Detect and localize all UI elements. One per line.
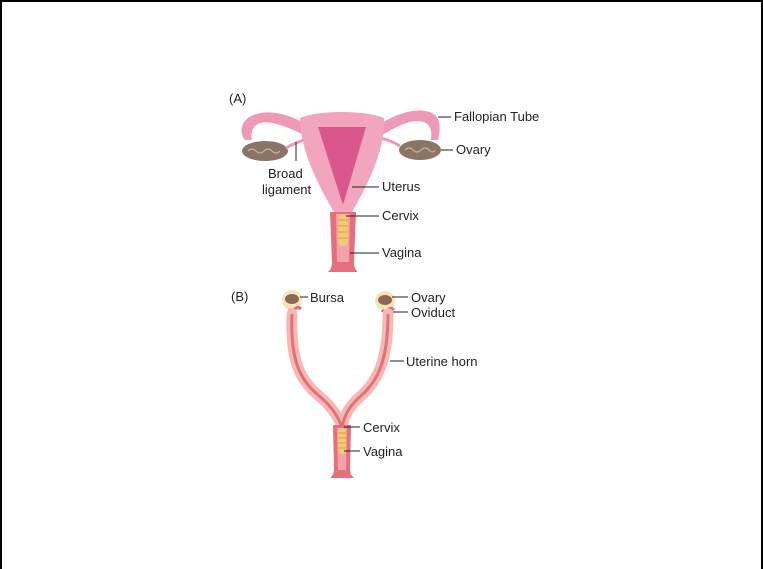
label-ovary-b: Ovary bbox=[411, 290, 446, 305]
label-vagina-a: Vagina bbox=[382, 245, 422, 260]
label-cervix-b: Cervix bbox=[363, 420, 400, 435]
label-ovary-a: Ovary bbox=[456, 142, 491, 157]
cervix-b bbox=[338, 428, 346, 454]
label-fallopian-tube: Fallopian Tube bbox=[454, 109, 539, 124]
panel-a: (A) Fallopian Tub bbox=[229, 91, 539, 272]
label-bursa: Bursa bbox=[310, 290, 345, 305]
panel-b: (B) Bursa Ovary Oviduct Ut bbox=[231, 289, 478, 478]
left-fallopian-tube bbox=[242, 112, 306, 140]
label-broad-ligament-1: Broad bbox=[268, 166, 303, 181]
panel-a-label: (A) bbox=[229, 91, 246, 106]
label-uterus: Uterus bbox=[382, 179, 421, 194]
label-cervix-a: Cervix bbox=[382, 208, 419, 223]
label-broad-ligament-2: ligament bbox=[262, 182, 312, 197]
panel-b-label: (B) bbox=[231, 289, 248, 304]
label-oviduct: Oviduct bbox=[411, 305, 455, 320]
label-vagina-b: Vagina bbox=[363, 444, 403, 459]
left-ovary bbox=[242, 141, 288, 161]
right-fallopian-tube bbox=[380, 110, 440, 140]
label-uterine-horn: Uterine horn bbox=[406, 354, 478, 369]
cervix bbox=[338, 214, 348, 246]
